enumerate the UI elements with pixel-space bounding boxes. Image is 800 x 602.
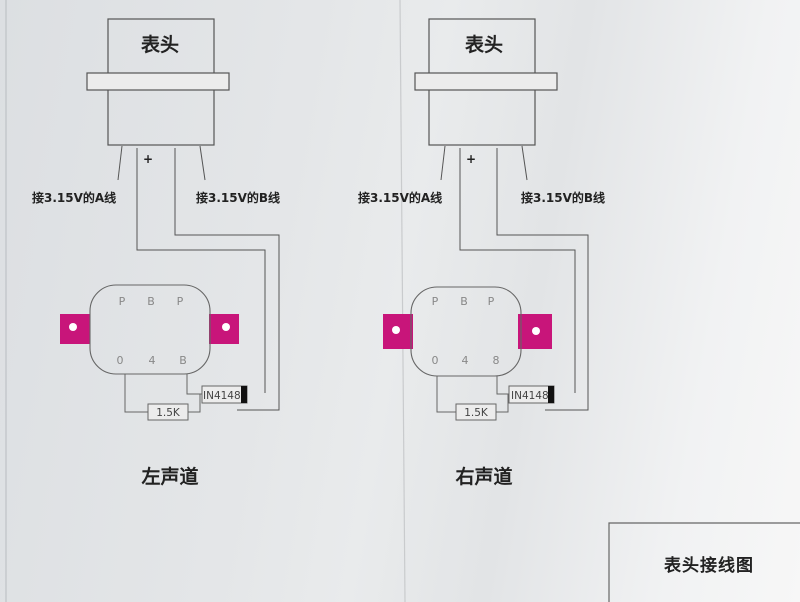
right-meter-label: 表头: [465, 33, 503, 56]
left-socket: [89, 284, 211, 375]
right-wire-b-label: 接3.15V的B线: [521, 190, 605, 205]
left-pin-bottom-3: B: [179, 354, 187, 367]
left-diode-label: IN4148: [203, 390, 241, 402]
right-wire-plus: [459, 148, 576, 393]
left-wire-b-label: 接3.15V的B线: [196, 190, 280, 205]
right-plus-sign: +: [466, 152, 476, 166]
right-wire-resistor-in: [436, 376, 456, 413]
left-wire-a: [117, 145, 123, 181]
right-pin-top-1: P: [432, 295, 439, 308]
right-pin-bottom-2: 4: [462, 354, 469, 367]
left-meter-label: 表头: [141, 33, 179, 56]
paper-fold: [399, 0, 406, 602]
left-diode-band: [241, 386, 247, 403]
right-meter-flange: [414, 72, 558, 91]
left-wire-resistor-out: [188, 394, 201, 413]
right-wire-diode-in: [496, 376, 509, 395]
right-pin-top-2: B: [460, 295, 468, 308]
right-circuit: 表头 接3.15V的A线 接3.15V的B线 + P B P 0 4 8 IN4…: [358, 18, 605, 488]
title-block-frame: [608, 522, 800, 602]
left-pin-top-2: B: [147, 295, 155, 308]
right-pin-top-3: P: [488, 295, 495, 308]
right-resistor-label: 1.5K: [464, 407, 489, 419]
right-diode-band: [548, 386, 554, 403]
left-pin-top-1: P: [119, 295, 126, 308]
left-pin-top-3: P: [177, 295, 184, 308]
right-wire-return: [496, 148, 589, 411]
right-bracket-hole: [392, 326, 400, 334]
left-circuit: 表头 接3.15V的A线 接3.15V的B线 + P B P 0 4 B IN4…: [32, 18, 280, 488]
left-plus-sign: +: [143, 152, 153, 166]
left-wire-plus: [136, 148, 266, 393]
right-wire-b: [521, 145, 528, 181]
left-wire-diode-in: [186, 374, 202, 395]
left-wire-return: [174, 148, 280, 411]
right-pin-bottom-1: 0: [432, 354, 439, 367]
right-socket: [410, 286, 522, 377]
left-channel-label: 左声道: [141, 465, 198, 488]
left-wire-resistor-in: [124, 374, 148, 413]
left-wire-b: [199, 145, 206, 181]
right-bracket-hole: [532, 327, 540, 335]
right-wire-resistor-out: [496, 394, 509, 413]
right-channel-label: 右声道: [454, 465, 512, 488]
right-diode-label: IN4148: [511, 390, 549, 402]
right-wire-a: [440, 145, 446, 181]
left-pin-bottom-2: 4: [149, 354, 156, 367]
right-pin-bottom-3: 8: [493, 354, 500, 367]
left-resistor-label: 1.5K: [156, 407, 181, 419]
left-resistor: [147, 403, 189, 421]
left-bracket-hole: [222, 323, 230, 331]
left-bracket-hole: [69, 323, 77, 331]
left-pin-bottom-1: 0: [117, 354, 124, 367]
left-wire-a-label: 接3.15V的A线: [32, 190, 116, 205]
right-resistor: [455, 403, 497, 421]
diagram-title: 表头接线图: [664, 556, 754, 576]
right-wire-a-label: 接3.15V的A线: [358, 190, 442, 205]
left-meter-flange: [86, 72, 230, 91]
